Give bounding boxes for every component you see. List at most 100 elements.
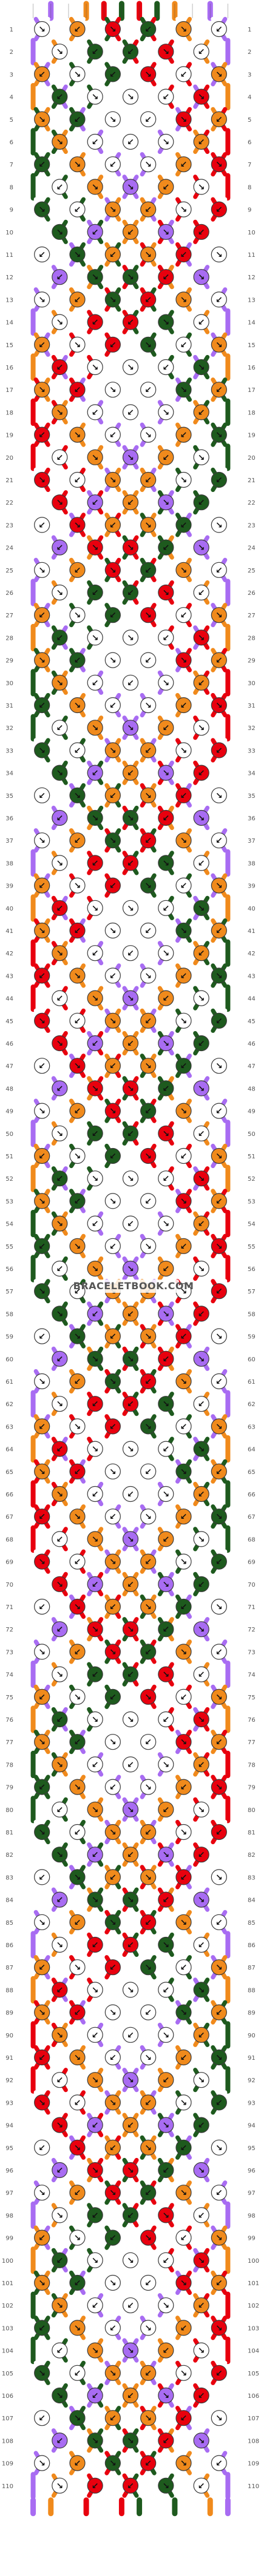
knot-node-icon xyxy=(34,517,50,533)
knot-node-icon xyxy=(69,562,86,578)
knot-node-icon xyxy=(104,562,121,578)
arrow-backward-knot-icon: ↙ xyxy=(92,1220,99,1229)
row-number-right: 96 xyxy=(248,2168,256,2174)
arrow-backward-knot-icon: ↙ xyxy=(92,858,99,868)
row-number-left: 65 xyxy=(5,1469,13,1476)
row-number-right: 71 xyxy=(248,1604,256,1611)
arrow-forward-knot-icon: ↘ xyxy=(127,1355,134,1364)
arrow-forward-knot-icon: ↘ xyxy=(198,1985,205,1995)
arrow-forward-knot-icon: ↘ xyxy=(56,1850,63,1860)
arrow-backward-knot-icon: ↙ xyxy=(127,949,134,958)
arrow-backward-knot-icon: ↙ xyxy=(198,679,205,688)
arrow-backward-knot-icon: ↙ xyxy=(74,1467,81,1477)
arrow-backward-knot-icon: ↙ xyxy=(144,115,152,125)
arrow-forward-knot-icon: ↘ xyxy=(180,1828,188,1837)
arrow-backward-knot-icon: ↙ xyxy=(38,881,46,891)
arrow-forward-knot-icon: ↘ xyxy=(109,2098,117,2108)
row-number-left: 110 xyxy=(2,2483,13,2490)
knot-node-icon xyxy=(211,607,227,623)
row-number-right: 45 xyxy=(248,1018,256,1025)
row-number-right: 42 xyxy=(248,951,256,957)
arrow-backward-knot-icon: ↙ xyxy=(74,1918,81,1928)
arrow-forward-knot-icon: ↘ xyxy=(127,1715,134,1725)
knot-node-icon xyxy=(140,66,157,82)
knot-node-icon xyxy=(158,674,174,691)
arrow-backward-knot-icon: ↙ xyxy=(180,2234,188,2243)
knot-node-icon xyxy=(34,246,50,263)
knot-node-icon xyxy=(158,945,174,961)
arrow-backward-knot-icon: ↙ xyxy=(56,2076,63,2085)
knot-node-icon xyxy=(175,427,192,443)
knot-node-icon xyxy=(34,156,50,173)
knot-node-icon xyxy=(140,427,157,443)
knot-node-icon xyxy=(193,539,209,556)
row-number-left: 100 xyxy=(2,2258,13,2265)
arrow-forward-knot-icon: ↘ xyxy=(144,2053,152,2063)
row-number-left: 19 xyxy=(5,433,13,439)
arrow-backward-knot-icon: ↙ xyxy=(144,566,152,576)
arrow-forward-knot-icon: ↘ xyxy=(215,1873,223,1882)
row-number-right: 75 xyxy=(248,1695,256,1701)
knot-node-icon xyxy=(34,652,50,668)
knot-node-icon xyxy=(87,855,103,871)
row-number-right: 70 xyxy=(248,1582,256,1588)
row-number-right: 46 xyxy=(248,1041,256,1047)
knot-node-icon xyxy=(193,765,209,781)
knot-node-icon xyxy=(122,765,139,781)
row-number-right: 78 xyxy=(248,1762,256,1768)
arrow-backward-knot-icon: ↙ xyxy=(180,791,188,801)
arrow-backward-knot-icon: ↙ xyxy=(74,1197,81,1206)
arrow-backward-knot-icon: ↙ xyxy=(38,1963,46,1973)
arrow-backward-knot-icon: ↙ xyxy=(162,273,169,282)
row-number-left: 83 xyxy=(5,1874,13,1881)
arrow-forward-knot-icon: ↘ xyxy=(92,363,99,373)
arrow-forward-knot-icon: ↘ xyxy=(180,1558,188,1567)
arrow-backward-knot-icon: ↙ xyxy=(127,2301,134,2311)
arrow-backward-knot-icon: ↙ xyxy=(92,2211,99,2220)
arrow-forward-knot-icon: ↘ xyxy=(162,949,169,958)
knot-node-icon xyxy=(34,336,50,353)
row-number-left: 54 xyxy=(5,1221,13,1228)
knot-node-icon xyxy=(87,539,103,556)
row-number-left: 1 xyxy=(10,27,13,33)
arrow-backward-knot-icon: ↙ xyxy=(162,814,169,823)
row-number-right: 54 xyxy=(248,1221,256,1228)
knot-node-icon xyxy=(69,607,86,623)
row-number-right: 65 xyxy=(248,1469,256,1476)
arrow-forward-knot-icon: ↘ xyxy=(180,2459,188,2469)
arrow-backward-knot-icon: ↙ xyxy=(215,295,223,305)
knot-node-icon xyxy=(211,877,227,894)
knot-node-icon xyxy=(211,111,227,127)
knot-node-icon xyxy=(175,652,192,668)
arrow-backward-knot-icon: ↙ xyxy=(162,2166,169,2176)
knot-node-icon xyxy=(122,133,139,150)
arrow-forward-knot-icon: ↘ xyxy=(127,2436,134,2446)
arrow-backward-knot-icon: ↙ xyxy=(38,340,46,350)
arrow-backward-knot-icon: ↙ xyxy=(180,340,188,350)
row-number-right: 89 xyxy=(248,2010,256,2017)
knot-node-icon xyxy=(104,21,121,38)
row-number-right: 99 xyxy=(248,2236,256,2242)
arrow-backward-knot-icon: ↙ xyxy=(144,1197,152,1206)
arrow-forward-knot-icon: ↘ xyxy=(198,1264,205,1274)
knot-node-icon xyxy=(211,66,227,82)
arrow-backward-knot-icon: ↙ xyxy=(56,994,63,1004)
row-number-left: 81 xyxy=(5,1830,13,1836)
arrow-forward-knot-icon: ↘ xyxy=(198,273,205,282)
arrow-forward-knot-icon: ↘ xyxy=(56,2031,63,2040)
arrow-forward-knot-icon: ↘ xyxy=(180,25,188,35)
arrow-backward-knot-icon: ↙ xyxy=(127,679,134,688)
row-number-right: 8 xyxy=(248,184,251,191)
arrow-backward-knot-icon: ↙ xyxy=(38,1242,46,1252)
arrow-forward-knot-icon: ↘ xyxy=(162,318,169,328)
row-number-left: 16 xyxy=(5,365,13,371)
arrow-forward-knot-icon: ↘ xyxy=(198,543,205,553)
knot-node-icon xyxy=(158,539,174,556)
arrow-forward-knot-icon: ↘ xyxy=(162,1039,169,1049)
row-number-right: 83 xyxy=(248,1874,256,1881)
knot-node-icon xyxy=(52,990,68,1006)
knot-node-icon xyxy=(140,382,157,398)
knot-node-icon xyxy=(193,449,209,465)
arrow-forward-knot-icon: ↘ xyxy=(215,1061,223,1071)
